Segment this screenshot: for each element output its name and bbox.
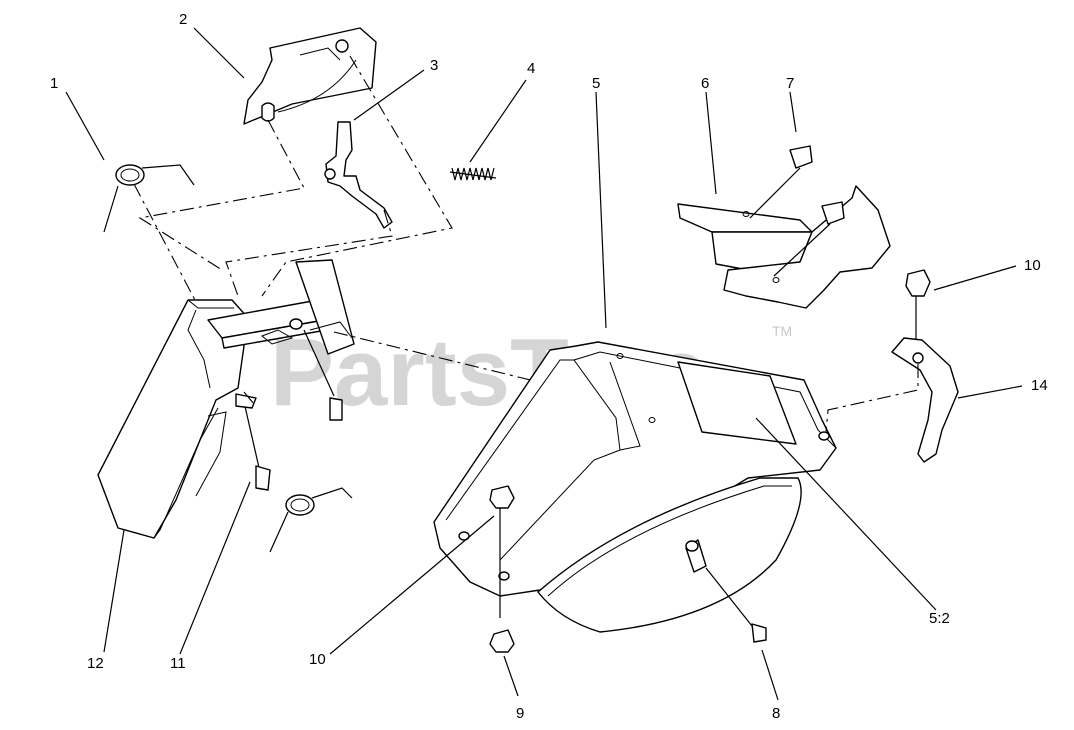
housing-screw-lower (235, 393, 271, 491)
part-8-screw (705, 567, 767, 643)
part-4-spring (449, 167, 497, 181)
part-1-torsion-spring (103, 164, 195, 233)
callout-11: 11 (170, 655, 186, 672)
callout-5: 5 (592, 75, 600, 92)
part-14-lever (825, 337, 959, 463)
part-12-housing (97, 259, 355, 539)
callout-6: 6 (701, 75, 709, 92)
callouts: 1 2 3 4 5 6 7 10 14 5:2 8 9 10 11 12 (50, 11, 1048, 722)
lower-cover (537, 477, 802, 633)
callout-4: 4 (527, 60, 535, 77)
callout-14: 14 (1031, 377, 1048, 394)
part-6-bracket (677, 185, 891, 309)
watermark-tm: TM (772, 323, 792, 339)
leader-lines (65, 27, 1023, 701)
callout-1: 1 (50, 75, 58, 92)
callout-2: 2 (179, 11, 187, 28)
part-3-rod (324, 121, 393, 229)
callout-10-lower: 10 (309, 651, 326, 668)
callout-5-2: 5:2 (929, 610, 950, 627)
callout-8: 8 (772, 705, 780, 722)
callout-3: 3 (430, 57, 438, 74)
callout-10-upper: 10 (1024, 257, 1041, 274)
part-7-bolts (749, 145, 845, 277)
callout-9: 9 (516, 705, 524, 722)
callout-7: 7 (786, 75, 794, 92)
callout-12: 12 (87, 655, 104, 672)
housing-screw-upper (303, 329, 343, 421)
part-1-torsion-spring-lower (269, 487, 353, 553)
part-9-nut (489, 629, 515, 653)
part-10-screw-upper (905, 269, 931, 346)
part-5-main-plate (433, 341, 837, 597)
part-2-bracket-plate (243, 27, 377, 125)
part-10-screw-lower (489, 485, 515, 618)
